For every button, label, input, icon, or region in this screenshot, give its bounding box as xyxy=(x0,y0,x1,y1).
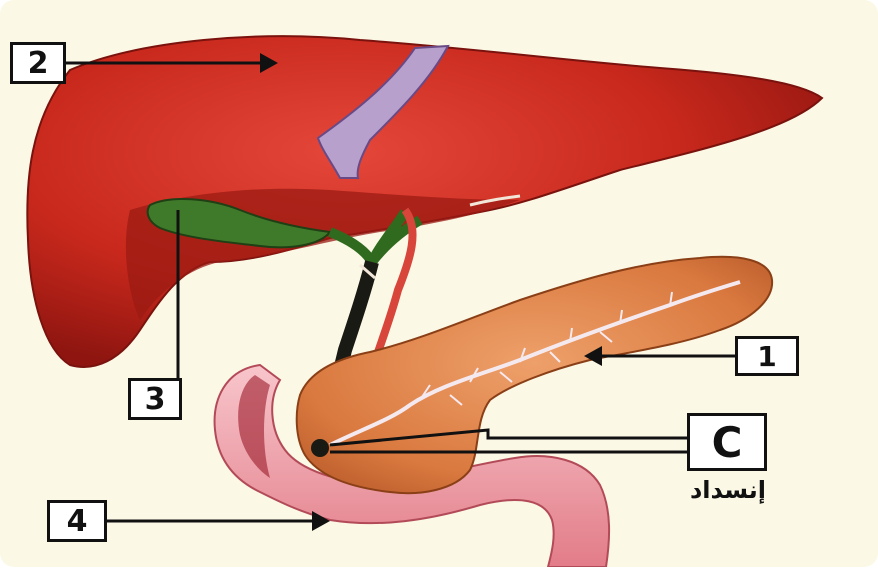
label-3: 3 xyxy=(128,378,182,420)
label-2: 2 xyxy=(10,42,66,84)
label-1: 1 xyxy=(735,336,799,376)
label-4: 4 xyxy=(47,500,107,542)
blockage-annotation: إنسداد xyxy=(668,476,788,504)
label-c: C xyxy=(687,413,767,471)
blockage-site xyxy=(311,439,329,457)
